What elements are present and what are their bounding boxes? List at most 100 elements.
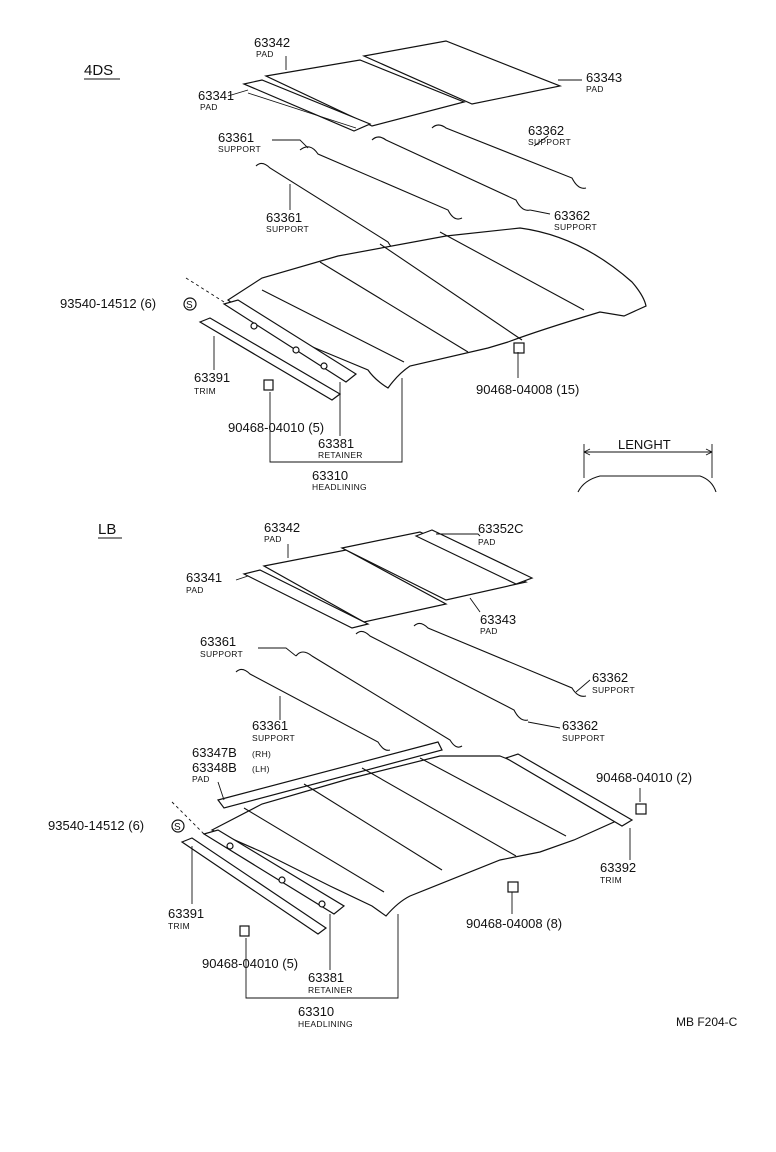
dimension-ticks [583,444,713,478]
pad-63343-shape [340,531,528,601]
support-63362-a-rod [413,622,587,697]
label-63391: 63391 [194,370,230,385]
label-90468-04010-2: 90468-04010 (2) [596,770,692,785]
pad-63341-shape [242,569,370,629]
label-trim: TRIM [194,386,216,396]
label-pad: PAD [186,585,204,595]
diagram-code: MB F204-C [676,1015,738,1029]
section-4ds: 4DS S [60,35,647,492]
label-63361: 63361 [200,634,236,649]
support-63361-b-rod [235,668,391,751]
leader-line [235,575,249,581]
label-support: SUPPORT [554,222,597,232]
retainer-63381-shape [202,829,346,915]
leader-line [171,801,205,835]
label-63310: 63310 [298,1004,334,1019]
support-63362-a-rod [431,124,587,189]
label-63342: 63342 [254,35,290,50]
label-63342: 63342 [264,520,300,535]
leader-line [245,914,399,999]
label-support: SUPPORT [218,144,261,154]
label-63343: 63343 [586,70,622,85]
leader-line [575,679,591,693]
label-support: SUPPORT [562,733,605,743]
label-93540-14512: 93540-14512 (6) [60,296,156,311]
support-63361-b-rod [255,162,399,249]
label-headlining: HEADLINING [312,482,367,492]
section-lb: LB S [48,520,692,1029]
label-63362: 63362 [528,123,564,138]
label-trim: TRIM [168,921,190,931]
headlining-crease-3 [361,767,517,857]
section-label-4ds: 4DS [84,62,113,79]
label-63310: 63310 [312,468,348,483]
label-63341: 63341 [198,88,234,103]
screw-symbol: S [174,822,181,833]
clip-90468-04008-shape [513,342,525,354]
support-63361-a-rod [299,146,463,220]
label-63362: 63362 [562,718,598,733]
label-trim: TRIM [600,875,622,885]
label-retainer: RETAINER [308,985,353,995]
pad-63342-shape [262,549,448,623]
leader-line [185,277,225,303]
retainer-63381-shape [222,299,358,383]
dimension-arrows [583,448,713,456]
label-90468-04010: 90468-04010 (5) [228,420,324,435]
leader-line [527,721,561,729]
label-90468-04010-5: 90468-04010 (5) [202,956,298,971]
headlining-crease-2 [319,261,469,353]
retainer-hole [292,346,300,354]
screw-symbol-circle [171,819,185,833]
label-63381: 63381 [318,436,354,451]
leader-line [272,139,309,149]
label-pad: PAD [480,626,498,636]
label-63392: 63392 [600,860,636,875]
label-63381: 63381 [308,970,344,985]
length-detail: LENGHT [577,437,717,493]
section-label-lb: LB [98,521,116,538]
leader-line [529,209,551,215]
label-pad: PAD [264,534,282,544]
label-rh: (RH) [252,749,271,759]
label-support: SUPPORT [252,733,295,743]
label-lh: (LH) [252,764,270,774]
retainer-hole [320,362,328,370]
leader-line [269,378,403,463]
headlining-crease-1 [243,807,385,893]
label-63362: 63362 [554,208,590,223]
retainer-hole [318,900,326,908]
retainer-hole [278,876,286,884]
label-support: SUPPORT [266,224,309,234]
label-63391: 63391 [168,906,204,921]
leader-line [436,533,481,537]
headlining-crease-4 [439,231,585,311]
clip-90468-04010-shape [239,925,250,937]
label-63361: 63361 [266,210,302,225]
support-63361-a-rod [295,651,463,748]
label-90468-04008: 90468-04008 (15) [476,382,579,397]
headlining-crease-4 [419,757,567,837]
label-63362: 63362 [592,670,628,685]
length-support-rod [577,475,717,493]
leader-line [258,647,297,657]
label-pad: PAD [256,49,274,59]
leader-line [533,135,549,147]
screw-symbol-circle [183,297,197,311]
label-pad: PAD [200,102,218,112]
support-63362-b-rod [371,136,531,211]
label-63343: 63343 [480,612,516,627]
clip-90468-04010-shape [263,379,274,391]
headlining-crease-2 [303,783,443,871]
label-retainer: RETAINER [318,450,363,460]
headlining-crease-1 [261,289,405,363]
label-pad: PAD [192,774,210,784]
label-support: SUPPORT [528,137,571,147]
label-63348b: 63348B [192,760,237,775]
label-90468-04008: 90468-04008 (8) [466,916,562,931]
headlining-crease-3 [379,243,523,341]
pad-63352c-shape [414,529,534,585]
label-63361: 63361 [252,718,288,733]
length-label: LENGHT [618,437,671,452]
